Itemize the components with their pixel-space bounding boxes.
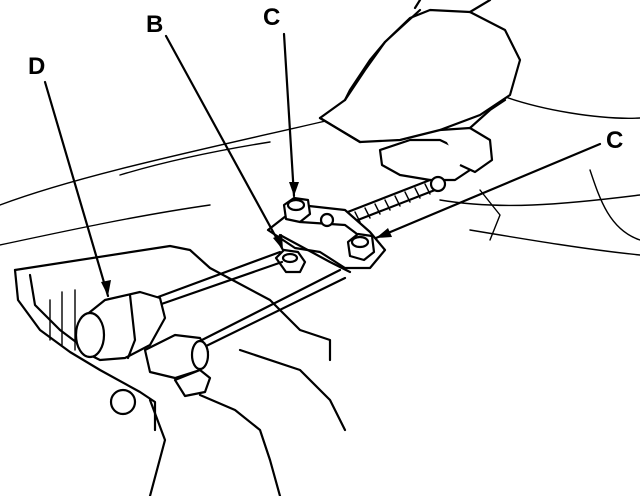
- callout-c-right: C: [606, 127, 623, 154]
- callout-b: B: [146, 11, 163, 38]
- cable-guide: [74, 290, 212, 398]
- adjusting-nut: [274, 248, 307, 274]
- callout-d: D: [28, 53, 45, 80]
- brake-lever: [318, 0, 522, 182]
- brake-cables: [148, 250, 347, 352]
- adjuster-spring: [338, 175, 447, 227]
- lower-tray: [13, 244, 347, 496]
- leader-lines: [43, 32, 602, 298]
- callout-c-top: C: [263, 4, 280, 31]
- locknut-top: [282, 196, 312, 224]
- locknut-right: [346, 232, 376, 262]
